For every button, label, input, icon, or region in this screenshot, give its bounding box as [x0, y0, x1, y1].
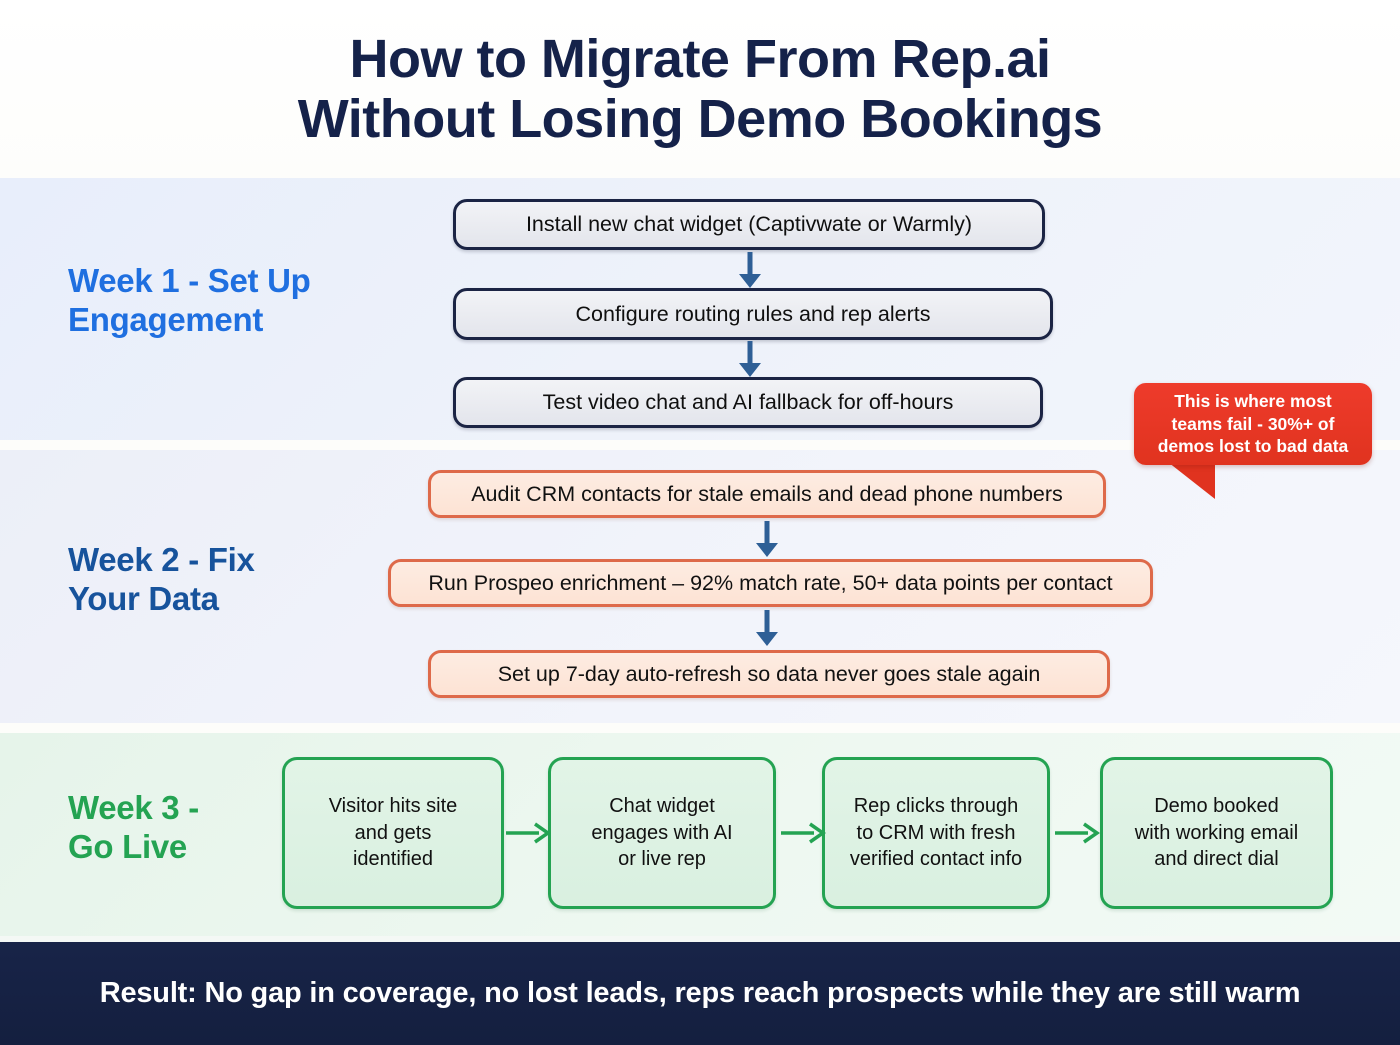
title-line-1: How to Migrate From Rep.ai	[349, 28, 1051, 89]
callout-badge: This is where most teams fail - 30%+ of …	[1134, 383, 1372, 465]
week3-step-3: Rep clicks through to CRM with fresh ver…	[822, 757, 1050, 909]
title-area: How to Migrate From Rep.ai Without Losin…	[0, 0, 1400, 178]
arrow-down-icon	[739, 341, 761, 377]
week1-label: Week 1 - Set Up Engagement	[68, 262, 311, 338]
week1-step-1: Install new chat widget (Captivwate or W…	[453, 199, 1045, 250]
week3-label: Week 3 - Go Live	[68, 789, 199, 865]
result-banner: Result: No gap in coverage, no lost lead…	[0, 942, 1400, 1045]
week3-step-2: Chat widget engages with AI or live rep	[548, 757, 776, 909]
arrow-right-icon	[506, 822, 551, 844]
week2-step-3: Set up 7-day auto-refresh so data never …	[428, 650, 1110, 698]
week3-step-4: Demo booked with working email and direc…	[1100, 757, 1333, 909]
band-divider-1	[0, 440, 1400, 450]
arrow-right-icon	[781, 822, 826, 844]
week3-step-1: Visitor hits site and gets identified	[282, 757, 504, 909]
band-divider-3	[0, 936, 1400, 942]
week2-step-1: Audit CRM contacts for stale emails and …	[428, 470, 1106, 518]
result-text: Result: No gap in coverage, no lost lead…	[99, 977, 1301, 1009]
week2-step-2: Run Prospeo enrichment – 92% match rate,…	[388, 559, 1153, 607]
week1-step-3: Test video chat and AI fallback for off-…	[453, 377, 1043, 428]
arrow-right-icon	[1055, 822, 1100, 844]
arrow-down-icon	[756, 610, 778, 646]
arrow-down-icon	[739, 252, 761, 288]
title-line-2: Without Losing Demo Bookings	[297, 89, 1103, 149]
week1-step-2: Configure routing rules and rep alerts	[453, 288, 1053, 340]
week2-label: Week 2 - Fix Your Data	[68, 541, 255, 617]
band-divider-2	[0, 723, 1400, 733]
arrow-down-icon	[756, 521, 778, 557]
